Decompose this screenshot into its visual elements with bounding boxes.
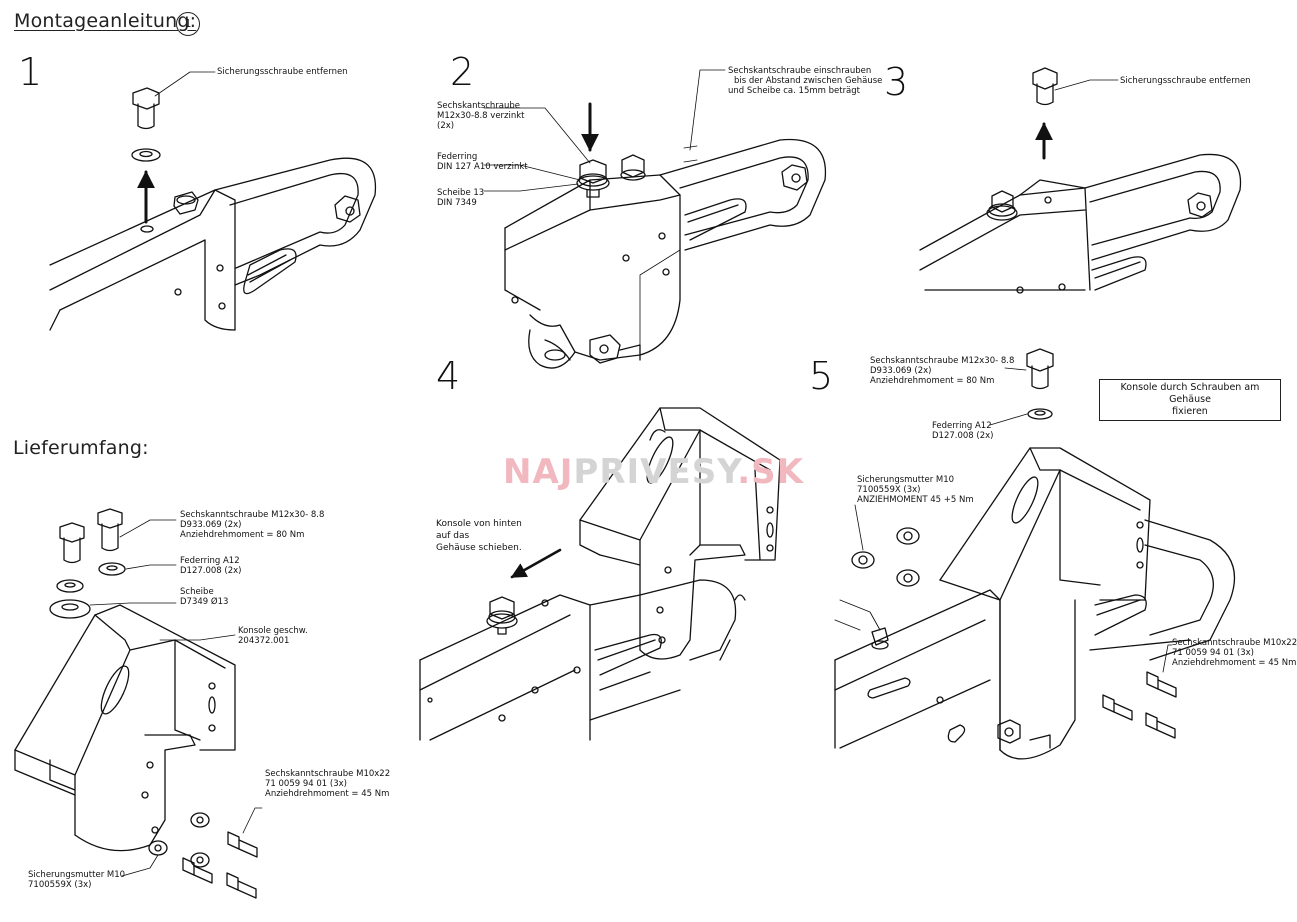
step3-label: Sicherungsschraube entfernen bbox=[1120, 76, 1251, 86]
page-number-badge: 1 bbox=[176, 12, 200, 36]
scope-console-note: Konsole geschw.204372.001 bbox=[238, 626, 308, 646]
step-number-3: 3 bbox=[884, 60, 909, 104]
step-number-5: 5 bbox=[809, 354, 834, 398]
step2-drawing bbox=[483, 69, 827, 369]
page-title: Montageanleitung: bbox=[14, 10, 197, 32]
step-number-2: 2 bbox=[450, 50, 475, 94]
step1-label: Sicherungsschraube entfernen bbox=[217, 67, 348, 77]
step3-drawing bbox=[919, 67, 1242, 294]
scope-title: Lieferumfang: bbox=[13, 437, 149, 459]
step-number-4: 4 bbox=[436, 354, 461, 398]
step1-drawing bbox=[49, 71, 377, 331]
scope-drawing bbox=[14, 508, 263, 899]
step5-drawing bbox=[834, 348, 1236, 760]
step4-drawing bbox=[419, 407, 781, 741]
watermark-logo: NAJPRIVESY.SK bbox=[503, 452, 804, 492]
step-number-1: 1 bbox=[18, 50, 43, 94]
